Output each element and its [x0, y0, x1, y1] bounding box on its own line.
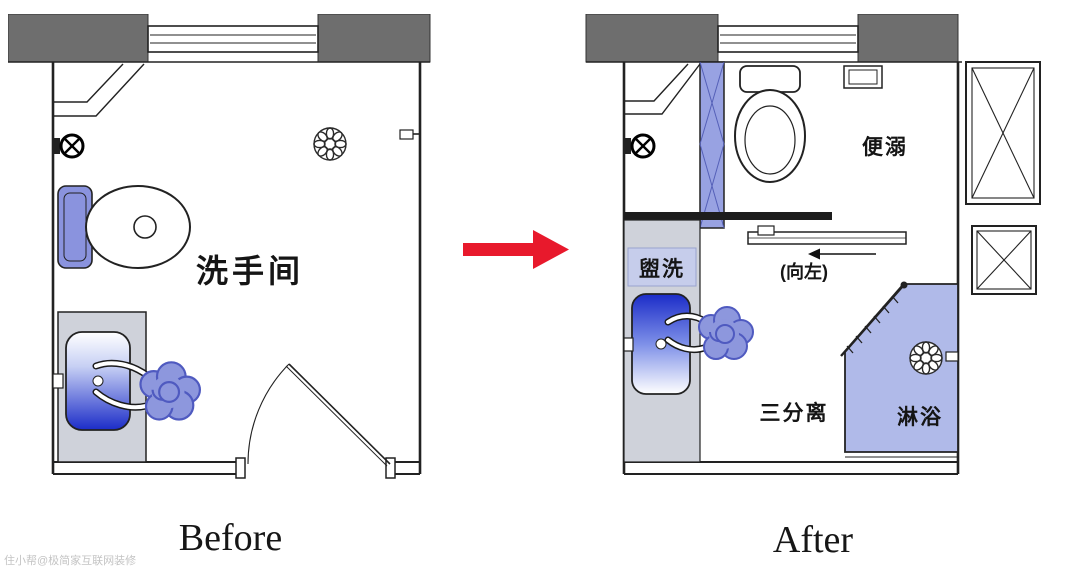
toilet-zone-label: 便溺	[862, 135, 908, 159]
door-handle	[757, 225, 775, 236]
sliding-door-track	[747, 225, 907, 245]
shower-zone-label: 淋浴	[897, 405, 943, 429]
door-jamb-right	[385, 457, 396, 479]
wash-zone-label: 盥洗	[639, 258, 685, 281]
arrow-shaft	[463, 243, 535, 256]
wall-top-right	[317, 14, 431, 63]
window	[717, 25, 859, 53]
shower-head-icon	[909, 341, 943, 375]
door-jamb-left	[235, 457, 246, 479]
before-plan-drawing: 洗手间	[8, 14, 431, 479]
wall-valve	[399, 129, 420, 140]
wall-top-left	[8, 14, 149, 63]
watermark: 住小帮@极简家互联网装修	[4, 555, 137, 567]
storage-cabinet-tall	[965, 61, 1041, 205]
wall-valve	[945, 351, 959, 362]
room-label: 洗手间	[196, 253, 304, 289]
faucet	[623, 337, 634, 352]
wall-niche	[843, 65, 883, 89]
storage-cabinet-square	[971, 225, 1037, 295]
person-figure	[698, 306, 754, 360]
window	[147, 25, 319, 53]
wall-block	[53, 138, 60, 154]
slide-direction-arrow	[808, 248, 876, 260]
corner-bulkhead	[53, 63, 145, 117]
transform-arrow	[463, 230, 569, 269]
partition-column	[699, 61, 725, 229]
wash-label-patch	[627, 247, 697, 287]
arrow-head	[533, 230, 569, 269]
corner-bulkhead	[624, 63, 701, 115]
exhaust-fan-icon	[59, 133, 85, 159]
wall-block	[624, 138, 631, 154]
door-swing-arc	[247, 363, 290, 465]
slide-direction-label: (向左)	[780, 261, 828, 282]
after-plan-drawing: 便溺 (向左) 盥洗	[585, 14, 1041, 475]
before-plan: 洗手间	[8, 14, 453, 484]
after-plan: 便溺 (向左) 盥洗	[582, 14, 1044, 484]
door-leaf	[288, 363, 391, 465]
toilet-tank	[739, 65, 801, 93]
entry-door	[235, 363, 396, 479]
person-figure	[139, 361, 201, 421]
exhaust-fan-icon	[630, 133, 656, 159]
toilet	[57, 185, 191, 269]
after-caption: After	[772, 519, 854, 561]
separation-label: 三分离	[760, 401, 829, 425]
toilet	[734, 65, 806, 183]
before-caption: Before	[178, 517, 283, 559]
wall-top-left	[585, 14, 719, 63]
person-arms	[92, 359, 152, 411]
wall-top-right	[857, 14, 959, 63]
ceiling-light-icon	[313, 127, 347, 161]
shower-glass-door	[840, 281, 908, 357]
interior-wall	[624, 212, 832, 220]
faucet	[52, 373, 64, 389]
